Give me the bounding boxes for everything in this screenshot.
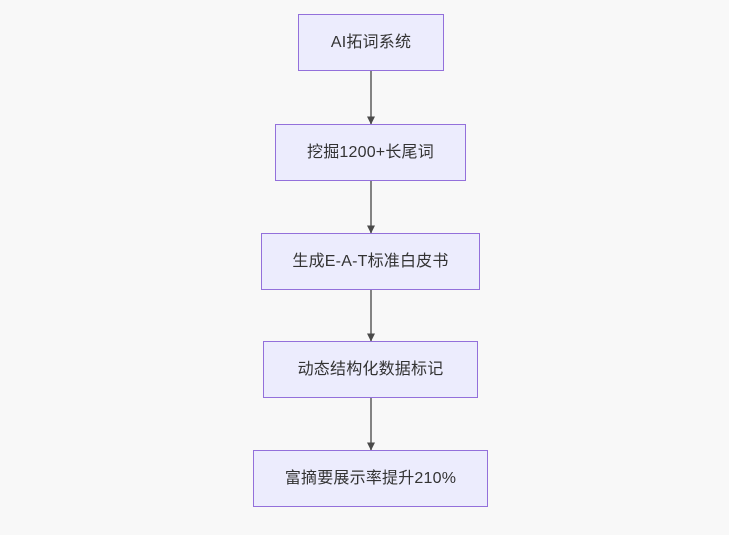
node-dynamic-structured-data-markup[interactable]: 动态结构化数据标记	[263, 341, 478, 398]
node-mine-longtail-keywords[interactable]: 挖掘1200+长尾词	[275, 124, 466, 181]
node-ai-keyword-system[interactable]: AI拓词系统	[298, 14, 444, 71]
node-label: 富摘要展示率提升210%	[284, 469, 457, 487]
node-generate-eat-whitepaper[interactable]: 生成E-A-T标准白皮书	[261, 233, 480, 290]
node-label: 动态结构化数据标记	[297, 360, 444, 378]
node-rich-snippet-rate-increase[interactable]: 富摘要展示率提升210%	[253, 450, 488, 507]
node-label: AI拓词系统	[330, 33, 412, 51]
node-label: 生成E-A-T标准白皮书	[292, 252, 449, 270]
node-label: 挖掘1200+长尾词	[307, 143, 434, 161]
